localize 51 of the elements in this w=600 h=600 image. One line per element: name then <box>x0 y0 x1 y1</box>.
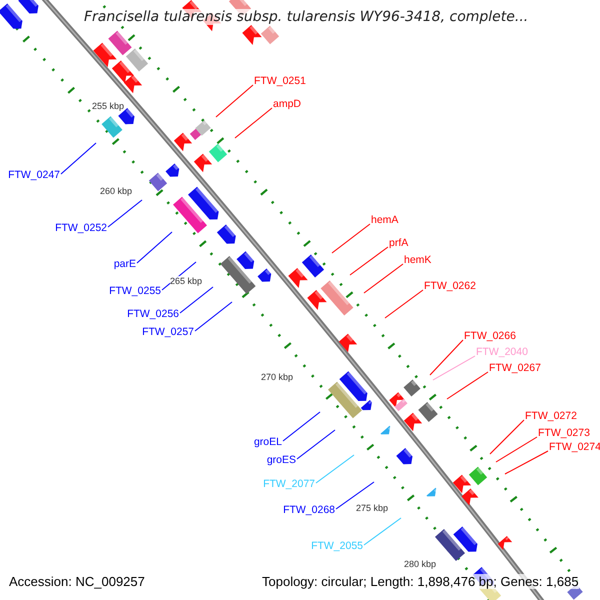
gene-label: FTW_0272 <box>525 410 577 422</box>
gene-label: FTW_0247 <box>8 169 60 181</box>
gene-label: FTW_0262 <box>424 280 476 292</box>
gene-label: FTW_0267 <box>489 362 541 374</box>
gene-label: groES <box>266 454 296 466</box>
position-tick-label: 255 kbp <box>92 101 124 111</box>
leader-line <box>194 302 232 332</box>
leader-line <box>234 108 272 138</box>
leader-line <box>60 142 96 174</box>
gene-label: FTW_0251 <box>254 75 306 87</box>
leader-line <box>108 200 142 228</box>
gene-label: FTW_0266 <box>464 330 516 342</box>
leader-line <box>136 232 172 264</box>
leader-line <box>296 430 336 460</box>
leader-line <box>364 264 404 294</box>
gene-label: FTW_2055 <box>311 540 363 552</box>
gene-label: hemK <box>404 254 432 266</box>
gene-label: parE <box>114 258 136 270</box>
gene-label: groEL <box>254 436 282 448</box>
leader-line <box>446 372 488 400</box>
position-tick-label: 280 kbp <box>404 559 436 569</box>
gene-label: hemA <box>371 214 398 226</box>
leader-line <box>336 482 374 510</box>
gene-label: FTW_2077 <box>263 478 315 490</box>
leader-line <box>432 356 476 380</box>
position-tick-label: 260 kbp <box>100 186 132 196</box>
leader-line <box>332 224 370 254</box>
gene-label: FTW_0268 <box>283 504 335 516</box>
leader-line <box>282 412 320 442</box>
gene-label: FTW_0273 <box>538 427 590 439</box>
gene-label: FTW_0252 <box>55 222 107 234</box>
leader-line <box>504 450 548 474</box>
leader-line <box>430 340 464 376</box>
position-tick-label: 265 kbp <box>170 276 202 286</box>
gene-label: ampD <box>273 98 302 110</box>
leader-line <box>316 454 354 484</box>
position-tick-label: 275 kbp <box>356 503 388 513</box>
gene-label: prfA <box>389 237 408 249</box>
leader-line <box>384 290 424 318</box>
leader-line <box>496 436 538 462</box>
gene-label: FTW_0257 <box>142 326 194 338</box>
leader-line <box>180 286 214 314</box>
position-tick-label: 270 kbp <box>261 372 294 382</box>
leader-line <box>490 420 524 454</box>
leader-line <box>216 84 254 118</box>
gene-label: FTW_2040 <box>476 346 528 358</box>
leader-line <box>350 246 388 276</box>
leader-line <box>364 518 402 546</box>
genome-info-text: Accession: NC_009257 <box>9 574 145 589</box>
gene-label: FTW_0255 <box>109 285 161 297</box>
gene-label: FTW_0256 <box>127 308 179 320</box>
